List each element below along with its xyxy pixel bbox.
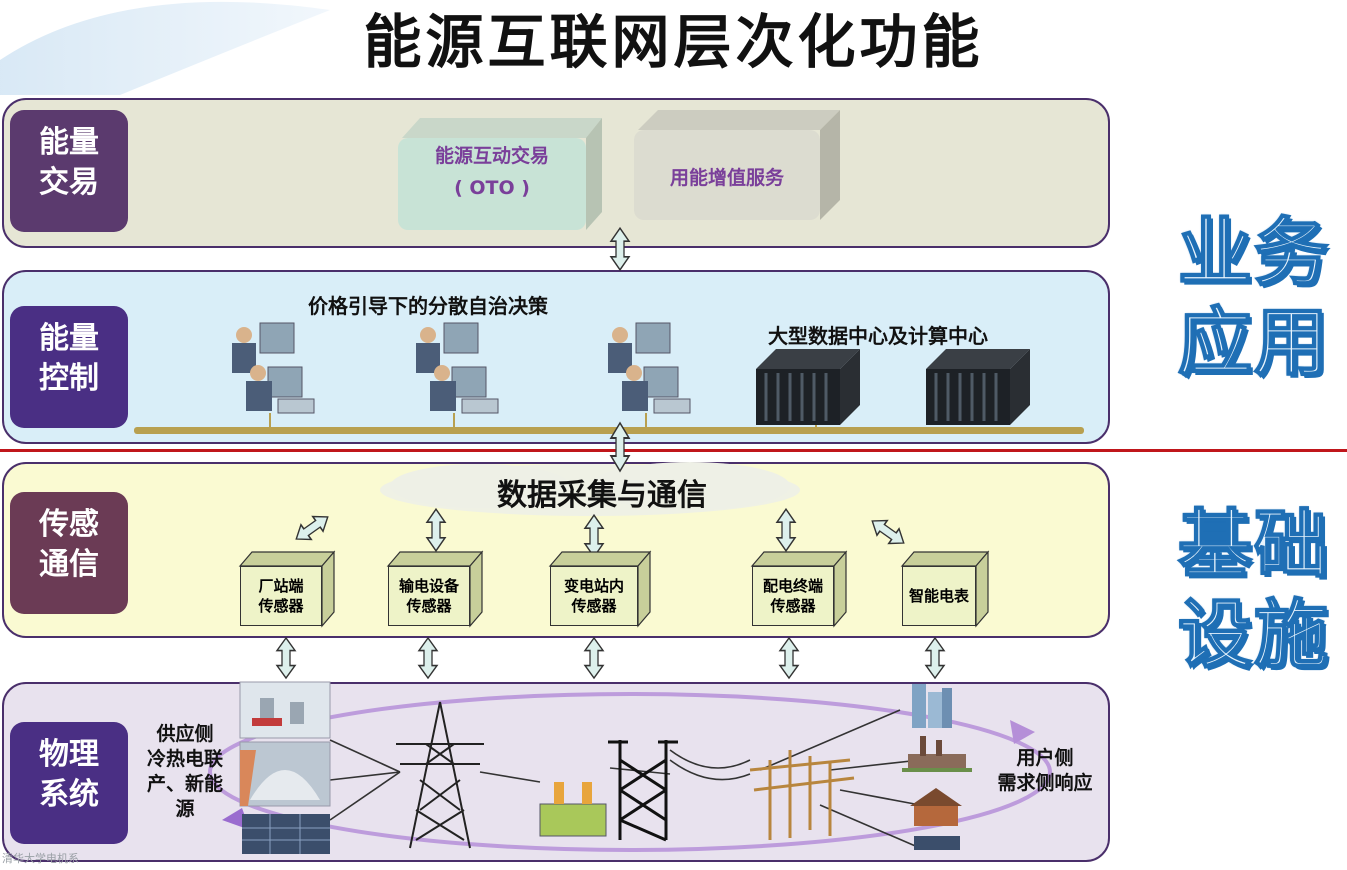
tag-energy-control: 能量 控制 [10,306,128,428]
nuclear-plant-icon [239,741,331,807]
tag-line: 物理 [39,737,99,772]
side-line: 设施 [1177,591,1330,679]
cloud-label: 数据采集与通信 [497,478,707,513]
sensor-line: 厂站端 [258,577,304,595]
distribution-pylon-icon [608,740,678,842]
side-line: 基础 [1177,501,1330,589]
datacenter-label: 大型数据中心及计算中心 [768,324,988,348]
factory-icon [902,736,972,772]
trade-box-oto: 能源互动交易 ( OTO ) [398,140,586,204]
supply-line: 产、新能 [146,773,223,795]
side-line: 业务 [1177,209,1330,297]
sensor-box-shading [238,550,990,628]
tag-sensing-comm: 传感 通信 [10,492,128,614]
control-illustrations [134,322,1084,434]
sensor-line: 智能电表 [908,587,969,605]
transmission-tower-icon [396,701,484,849]
decision-label: 价格引导下的分散自治决策 [308,294,548,318]
page-title: 能源互联网层次化功能 [363,8,984,76]
label-infrastructure: 基础 设施 [1169,500,1339,680]
sensor-line: 配电终端 [762,577,823,595]
trade-box-line: 能源互动交易 [434,145,549,167]
trade-box-value-service: 用能增值服务 [634,162,820,194]
bus-bar [134,427,1084,434]
sensor-box-substation: 变电站内传感器 [550,566,638,626]
sensor-box-smart-meter: 智能电表 [902,566,976,626]
sensor-line: 传感器 [770,597,816,615]
tag-line: 通信 [39,547,99,582]
transformer-icon [539,782,607,837]
trade-box-line: ( OTO ) [454,177,530,199]
sensor-box-distribution: 配电终端传感器 [752,566,834,626]
layer-energy-control [2,270,1110,444]
power-plant-icon [239,681,331,739]
supply-line: 源 [175,798,195,820]
supply-line: 冷热电联 [146,748,223,770]
physical-illustrations [208,681,1052,854]
sensor-line: 传感器 [406,597,452,615]
tag-energy-trade: 能量 交易 [10,110,128,232]
utility-poles-icon [749,750,855,840]
tag-line: 系统 [39,777,99,812]
supply-line: 供应侧 [156,723,214,745]
label-business-application: 业务 应用 [1169,208,1339,388]
sensor-box-transmission: 输电设备传感器 [388,566,470,626]
side-line: 应用 [1177,299,1330,387]
operator-workstation-icon [608,322,691,427]
sensor-line: 传感器 [571,597,617,615]
tag-line: 能量 [39,321,99,356]
tag-line: 交易 [39,165,99,200]
watermark: 清华大学电机系 [2,852,79,865]
operator-workstation-icon [416,322,499,427]
server-rack-icon [926,349,1030,425]
sensor-box-plant: 厂站端传感器 [240,566,322,626]
sensor-line: 输电设备 [398,577,459,595]
demand-line: 需求侧响应 [997,772,1093,794]
tag-line: 传感 [39,507,99,542]
tag-line: 控制 [39,361,99,396]
tag-line: 能量 [39,125,99,160]
rooftop-solar-icon [914,836,960,850]
trade-boxes-3d [398,110,840,230]
divider-line [0,449,1347,452]
cloud-shape [380,462,800,516]
solar-panel-icon [242,814,330,854]
demand-line: 用户侧 [1016,747,1074,769]
operator-workstation-icon [232,322,315,427]
house-icon [910,788,962,826]
sensor-line: 传感器 [258,597,304,615]
trade-box-line: 用能增值服务 [669,167,784,189]
server-rack-icon [756,349,860,427]
sensor-line: 变电站内 [563,577,624,595]
supply-side-label: 供应侧 冷热电联 产、新能 源 [135,722,235,822]
tag-physical-system: 物理 系统 [10,722,128,844]
office-building-icon [912,684,952,728]
demand-side-label: 用户侧 需求侧响应 [982,746,1108,796]
